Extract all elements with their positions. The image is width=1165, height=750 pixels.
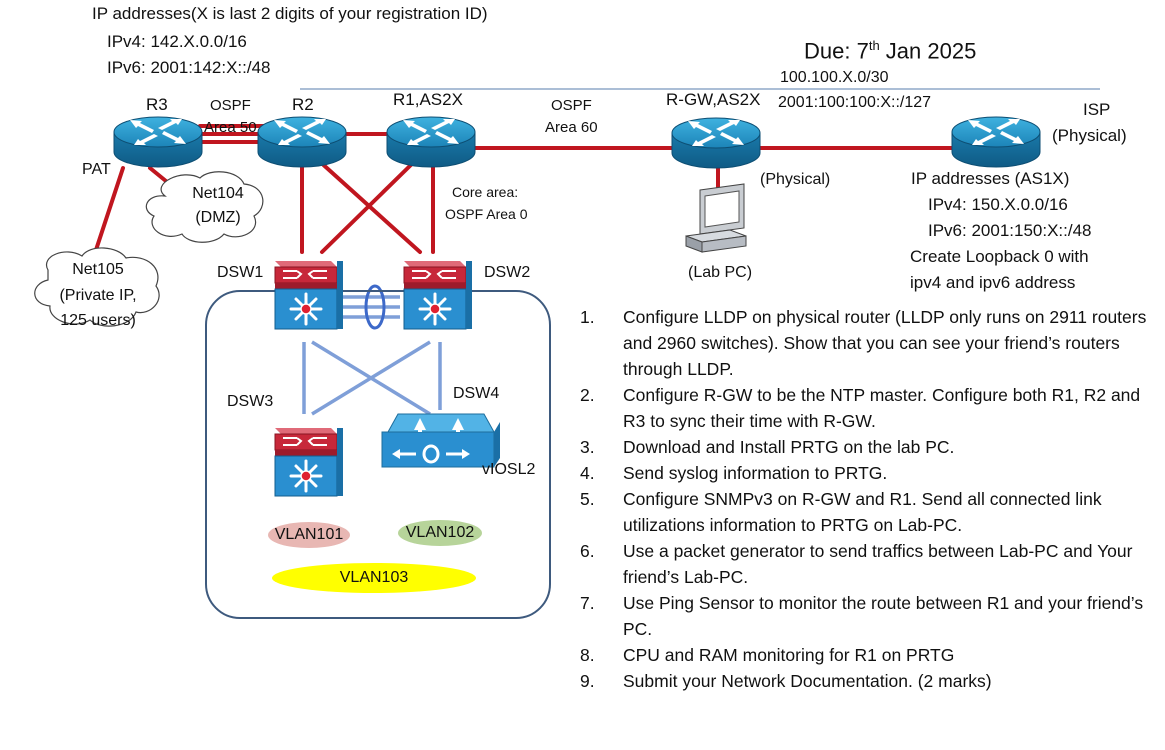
lab-pc-label: (Lab PC) [688, 264, 753, 281]
task-text: Submit your Network Documentation. (2 ma… [623, 671, 992, 691]
task-number: 2. [580, 385, 595, 405]
task-list: 1. Configure LLDP on physical router (LLD… [580, 304, 1150, 694]
task-number: 5. [580, 489, 595, 509]
due-date: Due: 7th Jan 2025 [804, 36, 977, 64]
loopback-line2: ipv4 and ipv6 address [910, 273, 1076, 292]
blue-links [302, 284, 442, 416]
dsw3-label: DSW3 [227, 393, 274, 410]
ip-addresses-title: IP addresses(X is last 2 digits of your … [92, 4, 488, 23]
net105-line2: (Private IP, [59, 287, 137, 304]
link-ipv6: 2001:100:100:X::/127 [778, 94, 932, 111]
task-item: 7. Use Ping Sensor to monitor the route b… [580, 590, 1150, 642]
task-item: 2. Configure R-GW to be the NTP master. C… [580, 382, 1150, 434]
task-number: 8. [580, 645, 595, 665]
rgw-label: R-GW,AS2X [666, 90, 761, 109]
vlan101-badge: VLAN101 [268, 522, 350, 548]
task-item: 1. Configure LLDP on physical router (LLD… [580, 304, 1150, 382]
task-text: CPU and RAM monitoring for R1 on PRTG [623, 645, 955, 665]
task-item: 5. Configure SNMPv3 on R-GW and R1. Send … [580, 486, 1150, 538]
viosl2-label: vIOSL2 [482, 461, 536, 478]
r3-label: R3 [146, 95, 168, 114]
task-text: Use Ping Sensor to monitor the route bet… [623, 593, 1144, 639]
task-text: Send syslog information to PRTG. [623, 463, 888, 483]
pat-label: PAT [82, 161, 111, 178]
cloud-icon [34, 171, 264, 327]
due-date-suffix: Jan 2025 [879, 38, 977, 64]
net105-line1: Net105 [72, 261, 124, 278]
dsw1-label: DSW1 [217, 264, 264, 281]
task-item: 8. CPU and RAM monitoring for R1 on PRTG [580, 642, 1150, 668]
r1-label: R1,AS2X [393, 90, 463, 109]
task-number: 4. [580, 463, 595, 483]
isp-label: ISP [1083, 100, 1111, 119]
task-item: 9. Submit your Network Documentation. (2 … [580, 668, 1150, 694]
task-number: 7. [580, 593, 595, 613]
isp-physical-label: (Physical) [1052, 126, 1127, 145]
ospf-area60-line2: Area 60 [545, 119, 598, 136]
task-item: 3. Download and Install PRTG on the lab P… [580, 434, 1150, 460]
ospf-area50-line1: OSPF [210, 97, 251, 114]
task-text: Configure LLDP on physical router (LLDP … [623, 307, 1147, 379]
core-area-line1: Core area: [452, 184, 519, 200]
isp-ipv4: IPv4: 150.X.0.0/16 [928, 195, 1068, 214]
vlan103-badge: VLAN103 [272, 563, 476, 593]
task-item: 6. Use a packet generator to send traffic… [580, 538, 1150, 590]
net104-line2: (DMZ) [195, 209, 241, 226]
dsw2-label: DSW2 [484, 264, 531, 281]
task-number: 1. [580, 307, 595, 327]
dsw4-label: DSW4 [453, 385, 500, 402]
isp-ipv6: IPv6: 2001:150:X::/48 [928, 221, 1092, 240]
task-number: 6. [580, 541, 595, 561]
rgw-physical-label: (Physical) [760, 171, 831, 188]
task-item: 4. Send syslog information to PRTG. [580, 460, 1150, 486]
ospf-area50-line2: Area 50 [204, 119, 257, 136]
task-text: Download and Install PRTG on the lab PC. [623, 437, 955, 457]
net104-line1: Net104 [192, 185, 244, 202]
task-text: Use a packet generator to send traffics … [623, 541, 1133, 587]
r2-label: R2 [292, 95, 314, 114]
net105-line3: 125 users) [60, 312, 136, 329]
pc-icon [685, 183, 747, 253]
isp-ip-title: IP addresses (AS1X) [911, 169, 1070, 188]
task-number: 3. [580, 437, 595, 457]
due-date-sup: th [868, 38, 880, 53]
due-date-prefix: Due: 7 [804, 38, 869, 64]
task-text: Configure R-GW to be the NTP master. Con… [623, 385, 1141, 431]
ospf-area60-line1: OSPF [551, 97, 592, 114]
ipv6-range: IPv6: 2001:142:X::/48 [107, 58, 271, 77]
link-ipv4: 100.100.X.0/30 [780, 69, 889, 86]
loopback-line1: Create Loopback 0 with [910, 247, 1089, 266]
l2-switch-icon [381, 413, 500, 468]
switch-box [205, 290, 551, 619]
task-number: 9. [580, 671, 595, 691]
core-area-line2: OSPF Area 0 [445, 206, 528, 222]
ipv4-range: IPv4: 142.X.0.0/16 [107, 32, 247, 51]
task-text: Configure SNMPv3 on R-GW and R1. Send al… [623, 489, 1102, 535]
vlan102-badge: VLAN102 [398, 520, 482, 546]
